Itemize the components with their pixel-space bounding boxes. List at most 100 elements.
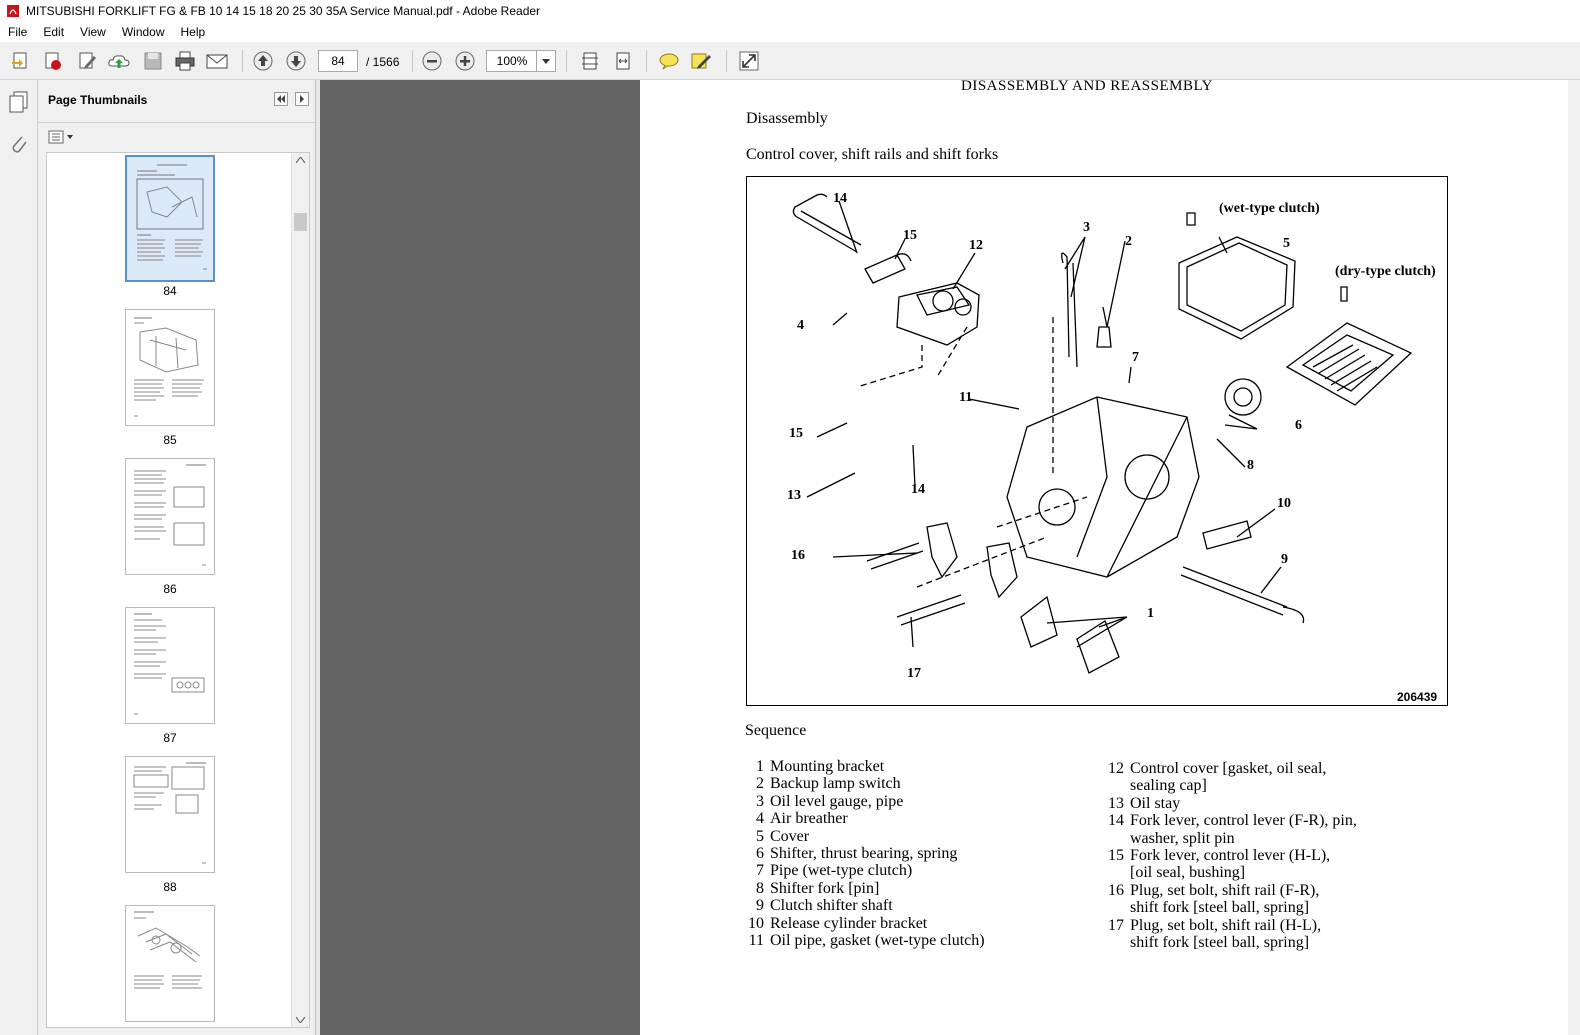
thumbnail-page-87[interactable] xyxy=(125,607,215,724)
document-scrollbar[interactable] xyxy=(1568,80,1580,1035)
panel-header: Page Thumbnails xyxy=(38,80,315,123)
scroll-thumb[interactable] xyxy=(294,213,307,231)
menu-edit[interactable]: Edit xyxy=(43,25,65,39)
page-thumbnails-panel: Page Thumbnails xyxy=(38,80,316,1035)
thumbnail-preview xyxy=(134,613,205,715)
collapse-panel-button[interactable] xyxy=(274,92,288,106)
zoom-select[interactable] xyxy=(486,50,556,72)
expand-panel-button[interactable] xyxy=(295,92,309,106)
plus-circle-icon xyxy=(455,51,475,71)
sign-button[interactable] xyxy=(688,48,714,74)
callout-1: 1 xyxy=(1147,606,1154,621)
page-thumbnails-tab[interactable] xyxy=(7,90,31,117)
create-pdf-button[interactable] xyxy=(8,48,34,74)
save-disk-icon xyxy=(144,52,162,70)
chevron-right-icon xyxy=(300,95,304,103)
attachments-tab[interactable] xyxy=(7,132,31,159)
chevron-down-icon[interactable] xyxy=(536,51,555,71)
page-header: DISASSEMBLY AND REASSEMBLY xyxy=(961,78,1213,94)
print-button[interactable] xyxy=(172,48,198,74)
thumbnail-page-84[interactable] xyxy=(125,155,215,282)
callout-9: 9 xyxy=(1281,552,1288,567)
sequence-item-cont: sealing cap] xyxy=(1130,777,1207,795)
panel-splitter[interactable] xyxy=(316,80,320,1035)
callout-14-lower: 14 xyxy=(911,482,925,497)
callout-12: 12 xyxy=(969,238,983,253)
page-number-input[interactable] xyxy=(318,50,358,72)
zoom-in-button[interactable] xyxy=(452,48,478,74)
thumbnail-options-button[interactable] xyxy=(48,128,76,146)
save-button[interactable] xyxy=(140,48,166,74)
thumbnail-list[interactable]: 84 85 xyxy=(46,152,310,1028)
fullscreen-button[interactable] xyxy=(736,48,762,74)
create-pdf-icon xyxy=(12,52,27,69)
cloud-upload-icon xyxy=(108,55,130,68)
upload-button[interactable] xyxy=(106,48,132,74)
menu-help[interactable]: Help xyxy=(180,25,206,39)
thumbnail-page-86[interactable] xyxy=(125,458,215,575)
page-total-label: / 1566 xyxy=(366,55,400,69)
pen-sign-icon xyxy=(691,53,711,69)
double-chevron-left-icon xyxy=(277,95,285,103)
fit-page-button[interactable] xyxy=(577,48,603,74)
thumbnail-label: 85 xyxy=(163,433,177,447)
menu-file[interactable]: File xyxy=(8,25,28,39)
menu-bar: File Edit View Window Help xyxy=(0,22,1580,42)
navigation-strip xyxy=(0,80,38,1035)
sequence-item-cont: shift fork [steel ball, spring] xyxy=(1130,899,1310,917)
thumbnail-preview xyxy=(133,762,206,864)
document-background xyxy=(320,80,640,1035)
thumbnail-scrollbar[interactable] xyxy=(291,153,309,1027)
callout-11: 11 xyxy=(959,390,972,405)
scroll-down-icon[interactable] xyxy=(296,1017,305,1023)
thumbnail-page-88[interactable] xyxy=(125,756,215,873)
thumbnail-preview xyxy=(134,317,204,417)
toolbar-separator xyxy=(726,50,727,72)
thumbnail-page-85[interactable] xyxy=(125,309,215,426)
window-title: MITSUBISHI FORKLIFT FG & FB 10 14 15 18 … xyxy=(26,4,541,18)
sequence-title: Sequence xyxy=(745,722,807,739)
combine-pdf-button[interactable] xyxy=(40,48,66,74)
thumbnail-label: 84 xyxy=(163,284,177,298)
previous-page-button[interactable] xyxy=(250,48,276,74)
edit-document-icon xyxy=(79,52,96,69)
callout-5: 5 xyxy=(1283,236,1290,251)
pages-icon xyxy=(9,91,28,113)
callout-13: 13 xyxy=(787,488,801,503)
callout-17: 17 xyxy=(907,666,921,681)
thumbnail-page-89[interactable] xyxy=(125,905,215,1022)
label-wet-type-clutch: (wet-type clutch) xyxy=(1219,201,1320,216)
pdf-app-icon xyxy=(7,5,19,17)
scroll-up-icon[interactable] xyxy=(296,157,305,163)
callout-3: 3 xyxy=(1083,220,1090,235)
thumbnail-preview xyxy=(134,464,206,566)
comment-button[interactable] xyxy=(656,48,682,74)
edit-pdf-button[interactable] xyxy=(74,48,100,74)
zoom-out-button[interactable] xyxy=(419,48,445,74)
thumbnail-label: 86 xyxy=(163,582,177,596)
menu-view[interactable]: View xyxy=(80,25,106,39)
email-button[interactable] xyxy=(204,48,230,74)
toolbar-separator xyxy=(242,50,243,72)
zoom-input[interactable] xyxy=(487,51,537,71)
arrow-down-circle-icon xyxy=(286,51,306,71)
menu-window[interactable]: Window xyxy=(121,25,165,39)
callout-14: 14 xyxy=(833,191,847,206)
fit-width-button[interactable] xyxy=(610,48,636,74)
envelope-icon xyxy=(206,54,228,69)
printer-icon xyxy=(175,51,195,71)
next-page-button[interactable] xyxy=(283,48,309,74)
